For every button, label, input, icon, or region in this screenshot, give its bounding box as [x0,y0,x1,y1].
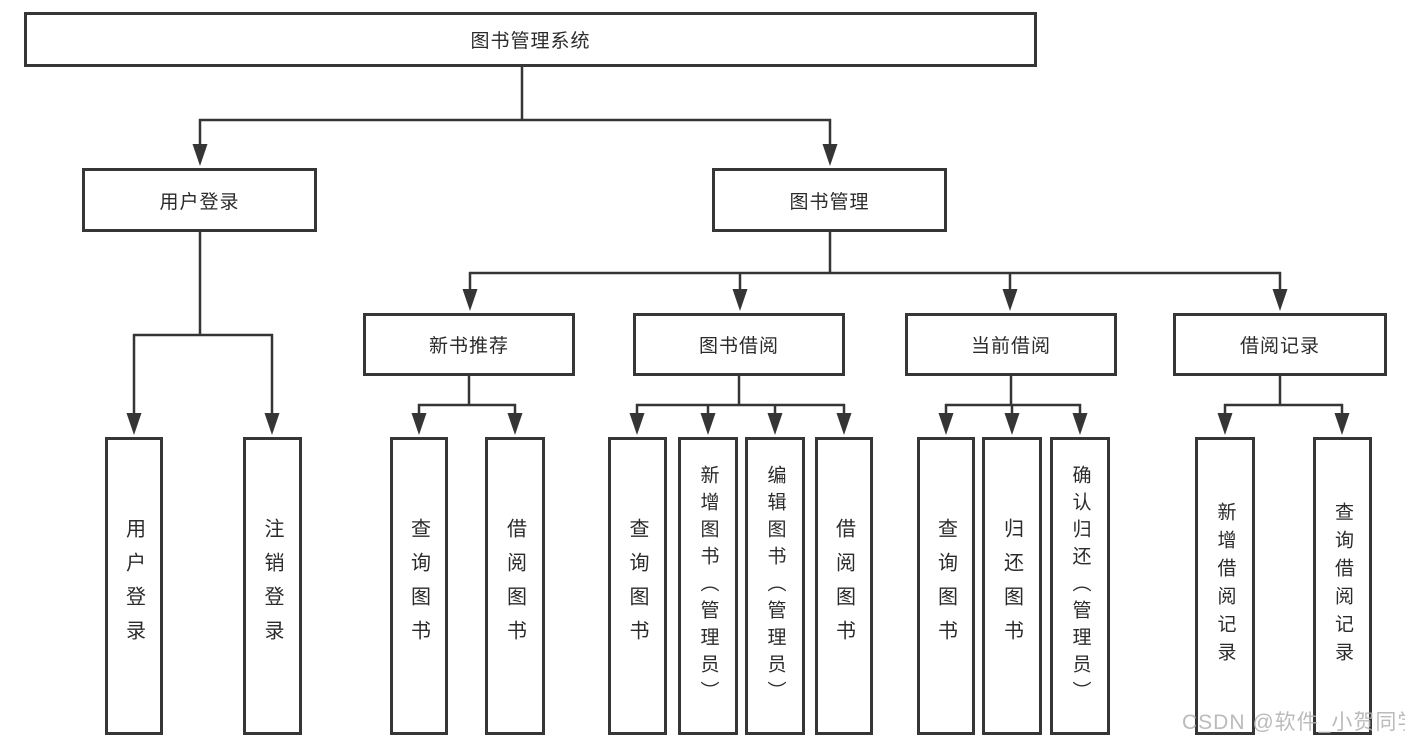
leaf-return-book: 归还图书 [982,437,1042,735]
node-label: 注销登录 [261,518,283,654]
node-label: 图书管理 [789,191,870,213]
node-label: 查询图书 [407,518,430,654]
node-label: 新书推荐 [428,336,509,357]
node-label: 归还图书 [1000,518,1023,654]
node-label: 查询图书 [934,518,957,654]
leaf-query-books-1: 查询图书 [390,437,448,735]
node-library-management-system: 图书管理系统 [24,12,1037,67]
leaf-query-borrow-record: 查询借阅记录 [1313,437,1372,735]
leaf-user-login: 用户登录 [105,437,163,735]
node-label: 确认归还（管理员） [1069,464,1091,708]
node-label: 借阅图书 [503,518,526,654]
leaf-logout: 注销登录 [243,437,302,735]
node-user-login: 用户登录 [82,168,317,232]
node-book-borrowing: 图书借阅 [633,313,845,376]
node-new-book-recommendation: 新书推荐 [363,313,575,376]
leaf-add-book-admin: 新增图书（管理员） [678,437,738,735]
watermark: CSDN @软件_小贺同学 [1182,711,1405,734]
node-borrowing-records: 借阅记录 [1173,313,1387,376]
node-label: 借阅记录 [1239,336,1320,357]
leaf-confirm-return-admin: 确认归还（管理员） [1050,437,1110,735]
leaf-edit-book-admin: 编辑图书（管理员） [745,437,805,735]
node-label: 用户登录 [122,518,145,654]
leaf-query-books-2: 查询图书 [608,437,667,735]
node-label: 当前借阅 [970,336,1051,357]
node-label: 查询图书 [626,518,648,654]
node-label: 编辑图书（管理员） [764,464,786,708]
leaf-query-books-3: 查询图书 [917,437,975,735]
node-book-management: 图书管理 [712,168,947,232]
leaf-borrow-books-2: 借阅图书 [815,437,873,735]
node-label: 新增借阅记录 [1214,502,1236,670]
node-current-borrowing: 当前借阅 [905,313,1117,376]
leaf-borrow-books-1: 借阅图书 [485,437,545,735]
node-label: 用户登录 [159,191,240,213]
node-label: 新增图书（管理员） [697,464,719,708]
node-label: 借阅图书 [832,518,855,654]
node-label: 查询借阅记录 [1332,502,1353,670]
leaf-add-borrow-record: 新增借阅记录 [1195,437,1255,735]
node-label: 图书借阅 [698,336,779,357]
node-label: 图书管理系统 [470,31,591,52]
